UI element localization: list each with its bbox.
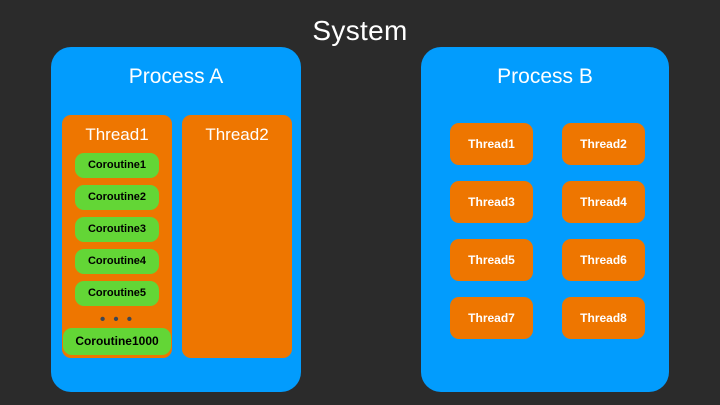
process-a-container[interactable]: Process A Thread1 Coroutine1 Coroutine2 … [51,47,301,392]
process-b-thread-6[interactable]: Thread6 [562,239,645,281]
coroutine-item-last[interactable]: Coroutine1000 [63,328,171,355]
coroutine-item-5[interactable]: Coroutine5 [75,281,159,306]
process-a-thread2-box[interactable]: Thread2 [182,115,292,358]
coroutine-ellipsis: • • • [99,311,135,328]
process-b-thread-1[interactable]: Thread1 [450,123,533,165]
process-a-thread1-label: Thread1 [85,125,149,144]
coroutine-item-3[interactable]: Coroutine3 [75,217,159,242]
process-b-title: Process B [497,65,593,88]
process-b-thread-5[interactable]: Thread5 [450,239,533,281]
coroutine-item-1[interactable]: Coroutine1 [75,153,159,178]
coroutine-item-4[interactable]: Coroutine4 [75,249,159,274]
process-b-thread-8[interactable]: Thread8 [562,297,645,339]
page-title: System [312,15,408,46]
process-b-thread-2[interactable]: Thread2 [562,123,645,165]
process-a-title: Process A [128,65,224,88]
process-b-container[interactable]: Process B Thread1 Thread2 Thread3 Thread… [421,47,669,392]
process-a-thread1-box[interactable]: Thread1 Coroutine1 Coroutine2 Coroutine3… [62,115,172,358]
process-a-thread2-label: Thread2 [205,125,269,144]
process-b-thread-7[interactable]: Thread7 [450,297,533,339]
process-b-thread-3[interactable]: Thread3 [450,181,533,223]
process-b-thread-4[interactable]: Thread4 [562,181,645,223]
coroutine-item-2[interactable]: Coroutine2 [75,185,159,210]
